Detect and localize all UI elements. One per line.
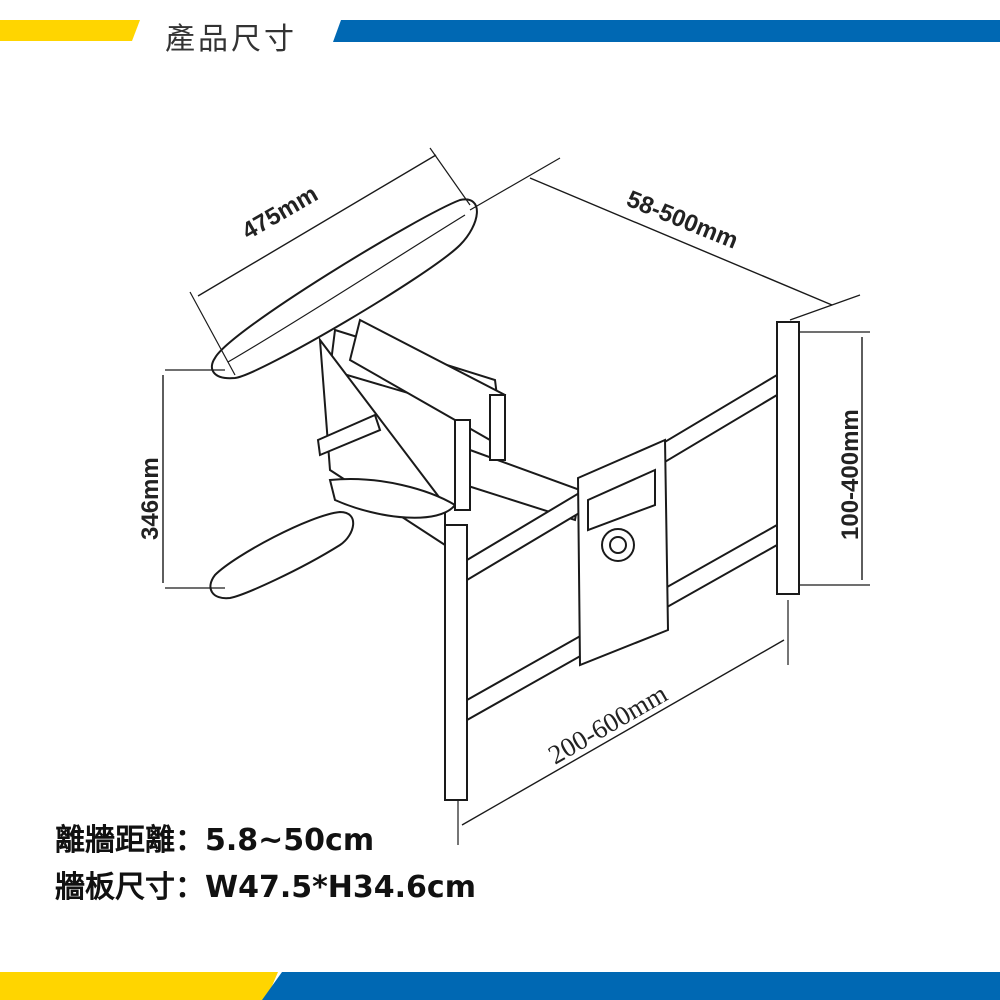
dim-200-600mm: 200-600mm <box>543 678 672 770</box>
spec-value: 5.8~50cm <box>205 823 375 858</box>
header-yellow-bar <box>0 20 140 41</box>
left-vertical-rail <box>444 524 468 801</box>
spec-sep: ： <box>175 823 205 858</box>
right-vertical-rail <box>776 321 800 595</box>
top-arm-plate <box>210 198 478 380</box>
dim-58-500mm: 58-500mm <box>623 186 742 255</box>
spec-sep: ： <box>175 870 205 905</box>
spec-value: W47.5*H34.6cm <box>205 870 476 905</box>
footer-yellow-bar <box>0 972 278 1000</box>
header-title: 產品尺寸 <box>165 22 297 57</box>
spec-label: 離牆距離 <box>55 823 175 858</box>
header-blue-bar <box>333 20 1000 42</box>
spec-wall-distance: 離牆距離：5.8~50cm <box>55 815 374 859</box>
spec-label: 牆板尺寸 <box>55 870 175 905</box>
dim-100-400mm: 100-400mm <box>837 409 864 540</box>
footer-blue-bar <box>262 972 1000 1000</box>
spec-wall-plate-size: 牆板尺寸：W47.5*H34.6cm <box>55 862 476 906</box>
dim-346mm: 346mm <box>137 457 164 540</box>
bottom-arm-plate <box>209 510 355 600</box>
dim-475mm: 475mm <box>238 180 323 245</box>
center-mount-plate <box>576 438 670 667</box>
